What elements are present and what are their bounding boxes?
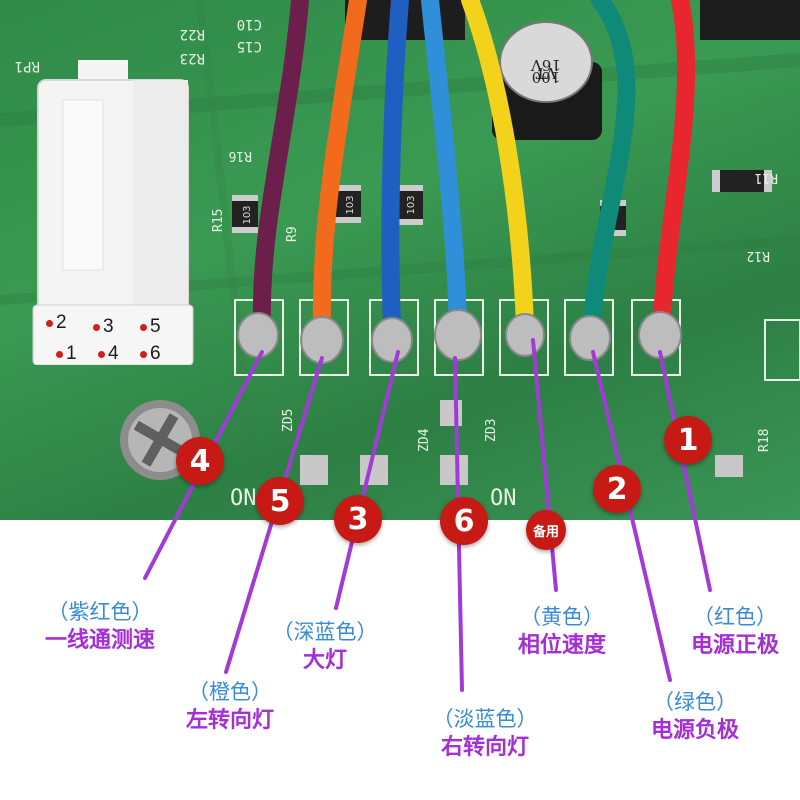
legend-color: （深蓝色） bbox=[272, 620, 378, 644]
pin-number: 3 bbox=[103, 316, 114, 337]
resistor-code: 103 bbox=[242, 205, 253, 224]
label-on: ON bbox=[490, 486, 517, 511]
legend-function: 右转向灯 bbox=[440, 735, 529, 760]
legend-function: 大灯 bbox=[302, 648, 347, 673]
badge-4: 4 bbox=[176, 437, 224, 485]
legend-color: （红色） bbox=[693, 605, 777, 629]
legend-red: （红色） 电源正极 bbox=[670, 603, 800, 661]
wire-purple bbox=[252, 0, 309, 329]
label-r12: R12 bbox=[747, 248, 770, 263]
solder-joints bbox=[237, 309, 682, 364]
wire-deep-blue bbox=[381, 0, 409, 334]
wire-yellow bbox=[461, 0, 534, 334]
legend-function: 相位速度 bbox=[517, 633, 606, 658]
badge-2: 2 bbox=[593, 465, 641, 513]
pin-label-5: 5 bbox=[140, 316, 161, 338]
label-zd3: ZD3 bbox=[484, 419, 499, 442]
badge-5: 5 bbox=[256, 477, 304, 525]
legend-function: 左转向灯 bbox=[185, 708, 274, 733]
legend-light-blue: （淡蓝色） 右转向灯 bbox=[405, 705, 565, 763]
pin-number: 4 bbox=[108, 343, 119, 364]
pin-number: 5 bbox=[150, 316, 161, 337]
label-on: ON bbox=[230, 486, 257, 511]
connector-body bbox=[32, 50, 194, 366]
wire-green bbox=[583, 0, 636, 334]
badge-3: 3 bbox=[334, 495, 382, 543]
pin-label-6: 6 bbox=[140, 343, 161, 365]
pin-dot bbox=[46, 319, 53, 327]
badge-1: 1 bbox=[664, 416, 712, 464]
label-rp1: RP1 bbox=[15, 58, 40, 74]
pin-number: 1 bbox=[66, 343, 77, 364]
badge-6: 6 bbox=[440, 497, 488, 545]
pin-number: 2 bbox=[56, 312, 67, 333]
wire-red bbox=[653, 0, 696, 334]
resistor-code: 103 bbox=[345, 195, 356, 214]
label-r11: R11 bbox=[755, 170, 778, 185]
ic-chip bbox=[700, 0, 800, 40]
pin-dot bbox=[56, 350, 63, 358]
label-r22: R22 bbox=[180, 26, 205, 42]
legend-color: （绿色） bbox=[653, 690, 737, 714]
label-r18: R18 bbox=[757, 429, 772, 452]
pcb-drawing: VT 16V 100 103 103 103 R22 R23 C10 C15 R… bbox=[0, 0, 800, 520]
electrolytic-capacitor: VT 16V 100 bbox=[492, 21, 602, 140]
pin-dot bbox=[98, 350, 105, 358]
resistor-code: 103 bbox=[406, 195, 417, 214]
label-c10: C10 bbox=[237, 16, 262, 32]
capacitor-line2: 16V bbox=[530, 56, 561, 74]
legend-orange: （橙色） 左转向灯 bbox=[160, 678, 300, 736]
pin-dot bbox=[93, 323, 100, 331]
legend-purple: （紫红色） 一线通测速 bbox=[10, 598, 190, 656]
legend-green: （绿色） 电源负极 bbox=[625, 688, 765, 746]
pcb-photo: VT 16V 100 103 103 103 R22 R23 C10 C15 R… bbox=[0, 0, 800, 520]
wire-orange bbox=[312, 0, 367, 334]
label-r15: R15 bbox=[211, 209, 226, 232]
pin-label-2: 2 bbox=[46, 312, 67, 334]
legend-function: 电源正极 bbox=[690, 633, 779, 658]
wires bbox=[252, 0, 696, 334]
legend-deep-blue: （深蓝色） 大灯 bbox=[255, 618, 395, 676]
legend-color: （淡蓝色） bbox=[432, 707, 538, 731]
legend-color: （黄色） bbox=[520, 605, 604, 629]
label-zd4: ZD4 bbox=[417, 428, 432, 452]
label-r23: R23 bbox=[180, 50, 205, 66]
label-c15: C15 bbox=[237, 38, 262, 54]
badge-spare: 备用 bbox=[526, 510, 566, 550]
legend-color: （橙色） bbox=[188, 680, 272, 704]
smd-resistors: 103 103 103 bbox=[232, 170, 772, 236]
pin-label-1: 1 bbox=[56, 343, 77, 365]
pin-label-4: 4 bbox=[98, 343, 119, 365]
capacitor-line3: VT bbox=[536, 64, 558, 82]
legend-color: （紫红色） bbox=[47, 600, 153, 624]
pin-label-3: 3 bbox=[93, 316, 114, 338]
pin-dot bbox=[140, 323, 147, 331]
legend-function: 电源负极 bbox=[650, 718, 739, 743]
capacitor-line1: 100 bbox=[532, 68, 561, 86]
label-r9: R9 bbox=[285, 226, 300, 242]
pin-dot bbox=[140, 350, 147, 358]
white-connector: 2 3 5 1 4 6 bbox=[18, 50, 198, 366]
legend-yellow: （黄色） 相位速度 bbox=[492, 603, 632, 661]
legend-function: 一线通测速 bbox=[44, 628, 155, 653]
label-r16: R16 bbox=[229, 148, 252, 163]
label-zd5: ZD5 bbox=[281, 409, 296, 432]
wire-light-blue bbox=[421, 0, 467, 334]
pin-number: 6 bbox=[150, 343, 161, 364]
